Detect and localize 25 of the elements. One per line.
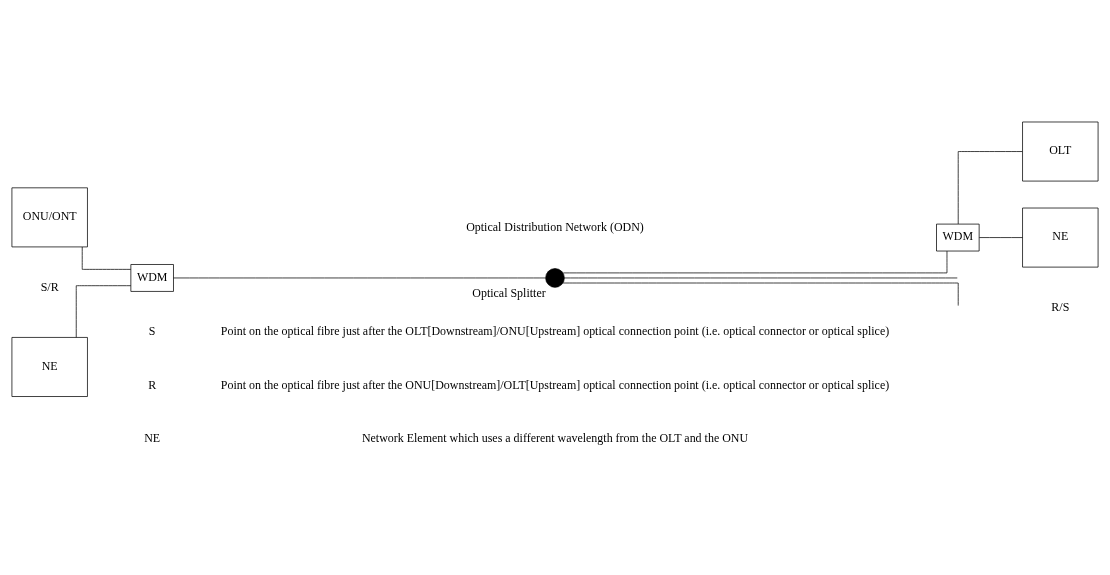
connector (564, 277, 958, 279)
connector (75, 285, 132, 338)
label: Point on the optical fibre just after the OLT[Downstream]/ONU[Upstream] optical connection point (i.e. optical connector or optical splice) (220, 323, 890, 338)
label: Point on the optical fibre just after the ONU[Downstream]/OLT[Upstream] optical connection point (i.e. optical connector or optical splice) (220, 377, 890, 392)
connector (978, 237, 1023, 238)
node-box: NE (1022, 207, 1099, 268)
connector (173, 277, 546, 279)
node-box: OLT (1022, 121, 1099, 182)
connector (957, 151, 1023, 225)
node-circle (545, 268, 565, 288)
label: S (148, 323, 156, 338)
node-box: NE (11, 337, 88, 397)
node-box: WDM (936, 223, 980, 252)
label: R (148, 377, 157, 392)
connector (562, 250, 948, 274)
connector (81, 246, 132, 270)
node-box: WDM (130, 264, 174, 292)
label: NE (144, 431, 161, 446)
connector (562, 282, 959, 306)
label: S/R (40, 279, 59, 294)
node-label: Optical Splitter (472, 285, 546, 300)
label: Optical Distribution Network (ODN) (466, 219, 644, 234)
label: Network Element which uses a different wavelength from the OLT and the ONU (361, 431, 749, 446)
node-box: ONU/ONT (11, 187, 88, 248)
label: R/S (1051, 299, 1070, 314)
